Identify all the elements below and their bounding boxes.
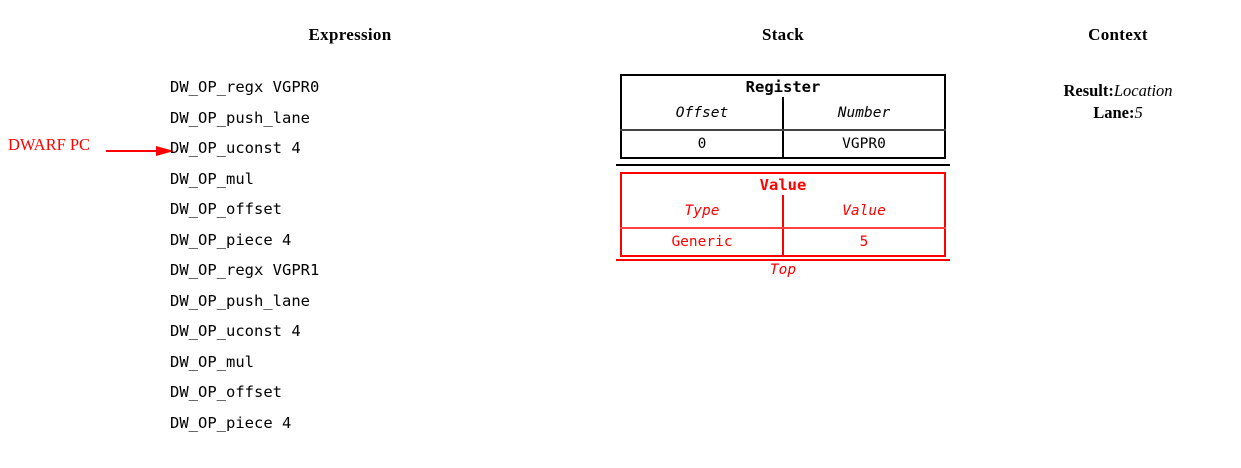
stack-entry-value-row: Generic 5	[621, 228, 945, 256]
context-line-key: Result:	[1063, 81, 1114, 100]
stack-entry-value-value: 5	[859, 234, 869, 250]
dwarf-pc-marker: DWARF PC	[8, 135, 178, 161]
stack-entry-title: Value	[759, 175, 807, 194]
stack-top-label: Top	[769, 262, 797, 278]
stack-entry-header-offset: Offset	[621, 97, 784, 131]
stack-entry-title-row: Value	[621, 173, 945, 195]
expression-operation: DW_OP_push_lane	[170, 108, 310, 127]
context-line-value: Location	[1113, 81, 1173, 100]
context-line: Result:Location	[1008, 80, 1228, 102]
expression-operation: DW_OP_offset	[170, 200, 282, 218]
expression-operation: DW_OP_mul	[170, 169, 254, 188]
stack-entry-value-type: Generic	[621, 228, 784, 256]
context-line-value: 5	[1134, 103, 1143, 122]
expression-operation: DW_OP_offset	[170, 383, 282, 401]
column-heading-context: Context	[1088, 25, 1148, 44]
stack-entry-register: Register Offset Number 0 VGPR0	[620, 74, 946, 159]
expression-operation: DW_OP_regx VGPR0	[170, 78, 320, 96]
stack-entry-title: Register	[745, 77, 821, 96]
stack-entry-value-offset: 0	[621, 130, 784, 158]
stack-entry-header-value: Value	[783, 195, 945, 229]
stack-top-separator	[616, 259, 950, 261]
context-line-key: Lane:	[1093, 103, 1135, 122]
stack-entry-value-number: VGPR0	[842, 136, 886, 152]
arrow-right-icon	[106, 146, 174, 157]
stack-entry-title-row: Register	[621, 75, 945, 97]
expression-operation: DW_OP_push_lane	[170, 291, 310, 310]
dwarf-pc-label: DWARF PC	[8, 135, 91, 155]
expression-operation: DW_OP_piece 4	[170, 413, 292, 432]
stack-entry-value: Value Type Value Generic 5	[620, 172, 946, 257]
stack-entry-header-row: Type Value	[621, 195, 945, 229]
expression-operation: DW_OP_mul	[170, 352, 254, 371]
stack-entry-register-underline	[616, 164, 950, 166]
stack-entry-header-number: Number	[783, 97, 945, 131]
expression-operation: DW_OP_piece 4	[170, 230, 292, 249]
stack-entry-value-row: 0 VGPR0	[621, 130, 945, 158]
stack-entry-header-row: Offset Number	[621, 97, 945, 131]
stack-entry-header-type: Type	[621, 195, 784, 229]
expression-operation: DW_OP_uconst 4	[170, 322, 301, 340]
column-heading-stack: Stack	[761, 25, 805, 44]
column-heading-expression: Expression	[308, 25, 392, 44]
expression-operation: DW_OP_regx VGPR1	[170, 261, 320, 279]
context-line: Lane:5	[1008, 102, 1228, 124]
expression-operation: DW_OP_uconst 4	[170, 139, 301, 157]
